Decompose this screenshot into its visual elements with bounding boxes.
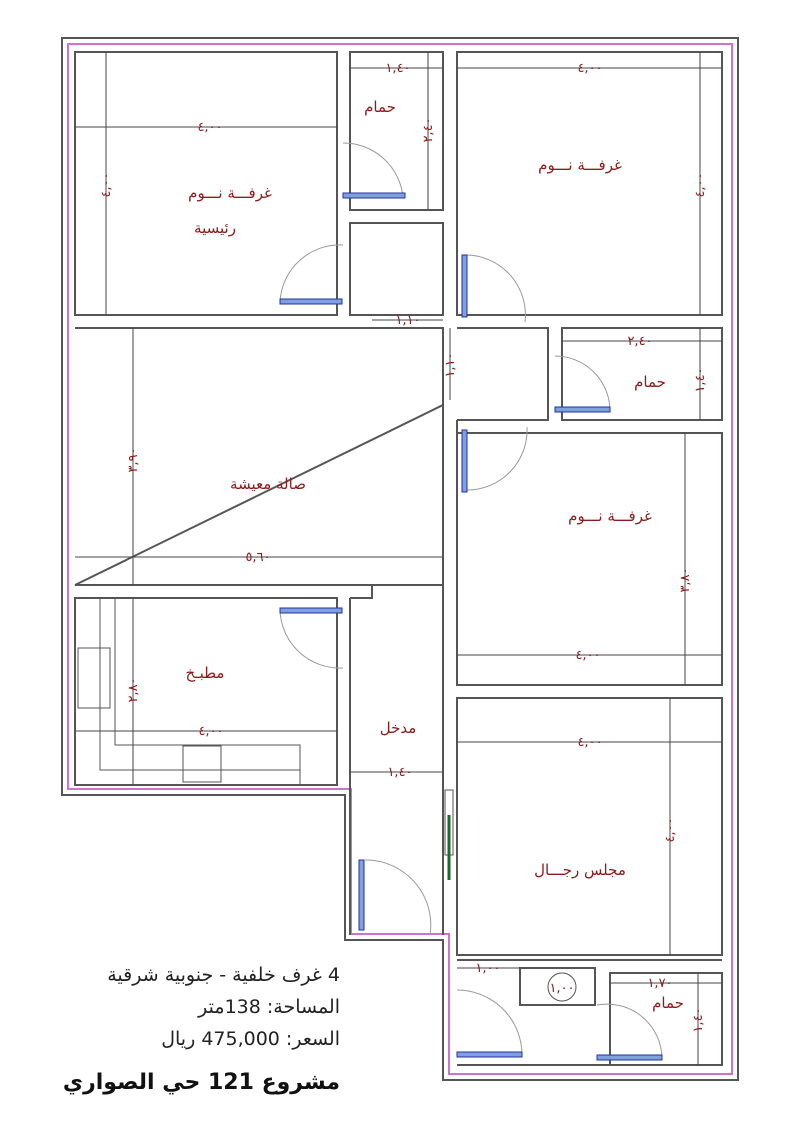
dim-label: ٤,٠٠ <box>693 172 708 197</box>
dim-label: ٤,٠٠ <box>198 724 223 739</box>
dim-label: ٢,٤٠ <box>421 117 436 142</box>
dim-label: ١,١٠ <box>395 313 420 328</box>
bath1-wall <box>349 51 444 211</box>
kitchen-counter <box>99 598 301 785</box>
door-bath1[interactable] <box>342 142 406 199</box>
wash-basin <box>547 972 577 1002</box>
bath3-wall <box>609 972 723 1066</box>
dim-label: ٣,٨٠ <box>678 567 693 592</box>
dim-label: ٥,٦٠ <box>245 550 270 565</box>
dim-label: ٤,٠٠ <box>197 120 222 135</box>
door-bedroom-mid[interactable] <box>461 426 528 493</box>
label-entrance: مدخل <box>380 719 417 737</box>
bedroom-top-wall <box>456 51 723 316</box>
info-orientation: 4 غرف خلفية - جنوبية شرقية <box>107 964 340 986</box>
door-kitchen[interactable] <box>279 607 344 669</box>
door-bedroom-top[interactable] <box>461 254 526 323</box>
label-master-bedroom-sub: رئيسية <box>194 219 236 237</box>
label-bath-1: حمام <box>364 98 396 116</box>
dim-label: ١,١٠ <box>443 352 458 377</box>
lobby-wall <box>457 959 722 1066</box>
label-bath-3: حمام <box>652 994 684 1012</box>
dim-label: ٤,٠٠ <box>577 61 602 76</box>
label-kitchen: مطبـخ <box>186 664 225 682</box>
dim-label: ١,٤٠ <box>693 367 708 392</box>
dimension-lines <box>75 52 722 1065</box>
door-bath2[interactable] <box>554 355 611 413</box>
label-bedroom-top: غرفـــة نـــوم <box>538 156 622 174</box>
label-bath-2: حمام <box>634 373 666 391</box>
dim-label: ١,٧٠ <box>647 976 672 991</box>
outer-outline <box>67 43 733 1075</box>
dim-label: ٤,٠٠ <box>577 735 602 750</box>
label-majlis: مجلس رجـــال <box>534 861 626 879</box>
label-master-bedroom: غرفـــة نـــوم <box>188 184 272 202</box>
sink <box>77 647 111 709</box>
closet-wall <box>349 222 444 316</box>
dim-label: ١,٤٠ <box>691 1007 706 1032</box>
passage-wall <box>457 327 549 421</box>
dim-label: ٤,٠٠ <box>575 648 600 663</box>
dim-label: ١,٠٠ <box>475 961 500 976</box>
dim-label: ١,٠٠ <box>549 981 574 996</box>
door-entrance[interactable] <box>358 859 432 936</box>
dim-label: ٢,٨٠ <box>126 677 141 702</box>
entrance-wall <box>349 420 444 935</box>
bath2-wall <box>561 327 723 421</box>
dim-label: ٣,٩٠ <box>126 447 141 472</box>
dim-label: ٤,٠٠ <box>663 817 678 842</box>
dimension-labels: ٤,٠٠ ٤,٠٠ ١,٤٠ ٢,٤٠ ٤,٠٠ ٤,٠٠ ١,١٠ ١,١٠ … <box>99 61 708 1033</box>
stove <box>182 745 222 783</box>
door-bath3[interactable] <box>596 1003 663 1061</box>
dim-label: ١,٤٠ <box>385 61 410 76</box>
wash-basin-box <box>519 967 596 1006</box>
door-lobby[interactable] <box>456 989 523 1058</box>
master-bedroom-wall <box>74 51 338 316</box>
label-bedroom-mid: غرفـــة نـــوم <box>568 507 652 525</box>
dim-label: ١,٤٠ <box>387 765 412 780</box>
majlis-wall <box>456 697 723 956</box>
project-title: مشروع 121 حي الصواري <box>62 1070 340 1095</box>
label-living: صالة معيشة <box>230 475 306 493</box>
kitchen-wall <box>74 597 338 786</box>
info-area: المساحة: 138متر <box>198 996 340 1018</box>
dim-label: ٤,٠٠ <box>99 172 114 197</box>
info-price: السعر: 475,000 ريال <box>161 1028 340 1050</box>
door-master[interactable] <box>279 244 344 305</box>
dim-label: ٢,٤٠ <box>627 334 652 349</box>
outer-wall <box>61 37 739 1081</box>
